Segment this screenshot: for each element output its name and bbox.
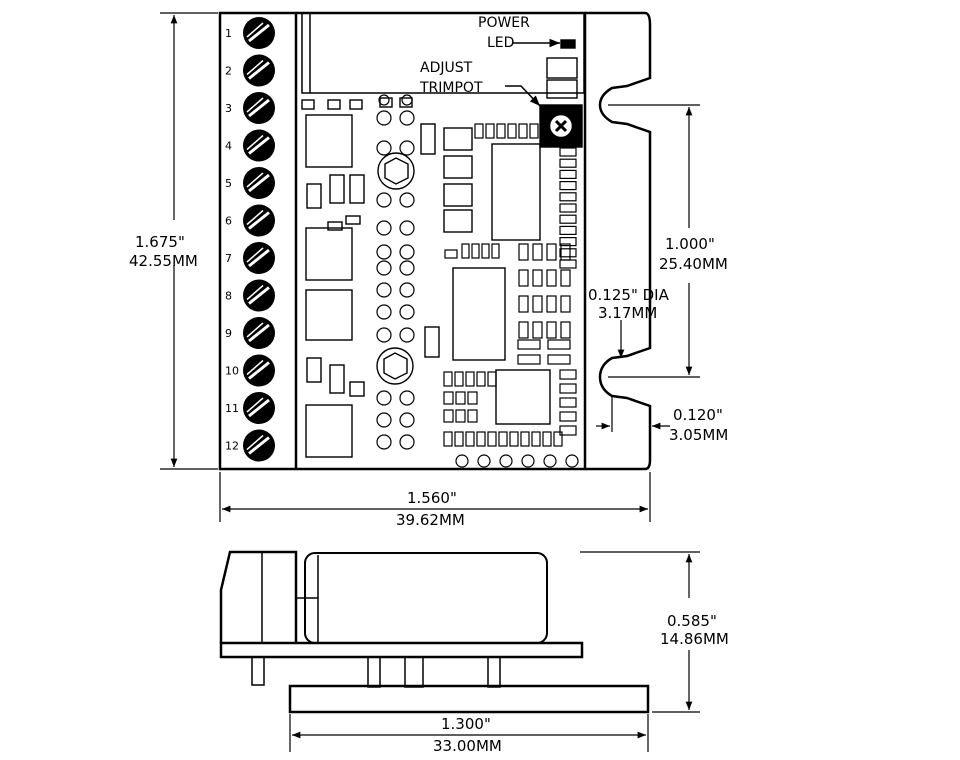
width-mm-label: 39.62MM — [396, 511, 465, 529]
side-height-mm-label: 14.86MM — [660, 630, 729, 648]
ic-chip — [452, 267, 506, 361]
ic-chip — [305, 114, 353, 168]
tab-mm-label: 3.05MM — [669, 426, 728, 444]
terminal-number: 8 — [225, 290, 232, 303]
adjust-trimpot-label: ADJUST — [420, 60, 473, 76]
power-led-label: LED — [487, 35, 514, 51]
height-mm-label: 42.55MM — [129, 252, 198, 270]
pcb-side — [219, 641, 584, 659]
hole-dia-mm-label: 3.17MM — [598, 304, 657, 322]
terminal-screw: 4 — [225, 129, 275, 162]
terminal-screw: 1 — [225, 17, 275, 49]
side-height-in-label: 0.585" — [667, 612, 717, 630]
terminal-number: 3 — [225, 102, 232, 115]
terminal-screw: 9 — [225, 317, 275, 349]
terminal-number: 2 — [225, 65, 232, 78]
board-outline — [218, 11, 587, 471]
terminal-number: 6 — [225, 215, 232, 228]
dimensions-side — [289, 551, 700, 752]
dimensions-top — [160, 12, 700, 522]
pcb-components — [301, 39, 583, 458]
hex-nut — [383, 352, 408, 380]
width-in-label: 1.560" — [407, 489, 457, 507]
ic-chip — [305, 289, 353, 341]
height-in-label: 1.675" — [135, 233, 185, 251]
side-view — [219, 550, 650, 714]
top-view — [218, 11, 652, 471]
hex-nut — [384, 157, 409, 185]
terminal-screw: 6 — [225, 204, 275, 237]
dimension-labels-top: 1.675" 42.55MM 1.560" 39.62MM 1.000" 25.… — [129, 233, 728, 529]
terminal-number: 12 — [225, 440, 239, 453]
terminal-number: 7 — [225, 252, 232, 265]
top-connector — [301, 12, 585, 94]
terminal-screw: 2 — [225, 54, 275, 87]
hole-spacing-in-label: 1.000" — [665, 235, 715, 253]
hole-dia-in-label: 0.125" DIA — [588, 286, 670, 304]
adjust-trimpot — [539, 104, 583, 148]
terminal-screw: 11 — [225, 392, 275, 424]
callouts: POWER LED ADJUST TRIMPOT — [419, 15, 560, 107]
terminal-number: 1 — [225, 27, 232, 40]
power-led — [560, 39, 576, 49]
pcb-small-parts — [376, 94, 579, 468]
terminal-screw: 3 — [225, 92, 275, 124]
mounting-flange — [585, 11, 652, 471]
terminal-screw: 10 — [225, 354, 275, 387]
terminal-screw: 5 — [225, 167, 275, 199]
terminal-number: 4 — [225, 140, 232, 153]
terminal-number: 11 — [225, 402, 239, 415]
terminal-number: 9 — [225, 327, 232, 340]
terminal-screw: 12 — [225, 429, 275, 462]
terminal-number: 10 — [225, 365, 239, 378]
ic-chip — [305, 227, 353, 281]
terminal-screw: 8 — [225, 279, 275, 312]
base-plate — [288, 684, 650, 714]
ic-chip — [495, 369, 551, 425]
dimension-labels-side: 0.585" 14.86MM 1.300" 33.00MM — [433, 612, 729, 755]
side-width-mm-label: 33.00MM — [433, 737, 502, 755]
tab-in-label: 0.120" — [673, 406, 723, 424]
module-body — [304, 552, 548, 644]
terminal-screw: 7 — [225, 242, 275, 274]
ic-chip — [491, 143, 541, 241]
hole-spacing-mm-label: 25.40MM — [659, 255, 728, 273]
terminal-number: 5 — [225, 177, 232, 190]
side-width-in-label: 1.300" — [441, 715, 491, 733]
power-led-label: POWER — [478, 15, 530, 31]
adjust-trimpot-label: TRIMPOT — [419, 80, 483, 96]
ic-chip — [305, 404, 353, 458]
